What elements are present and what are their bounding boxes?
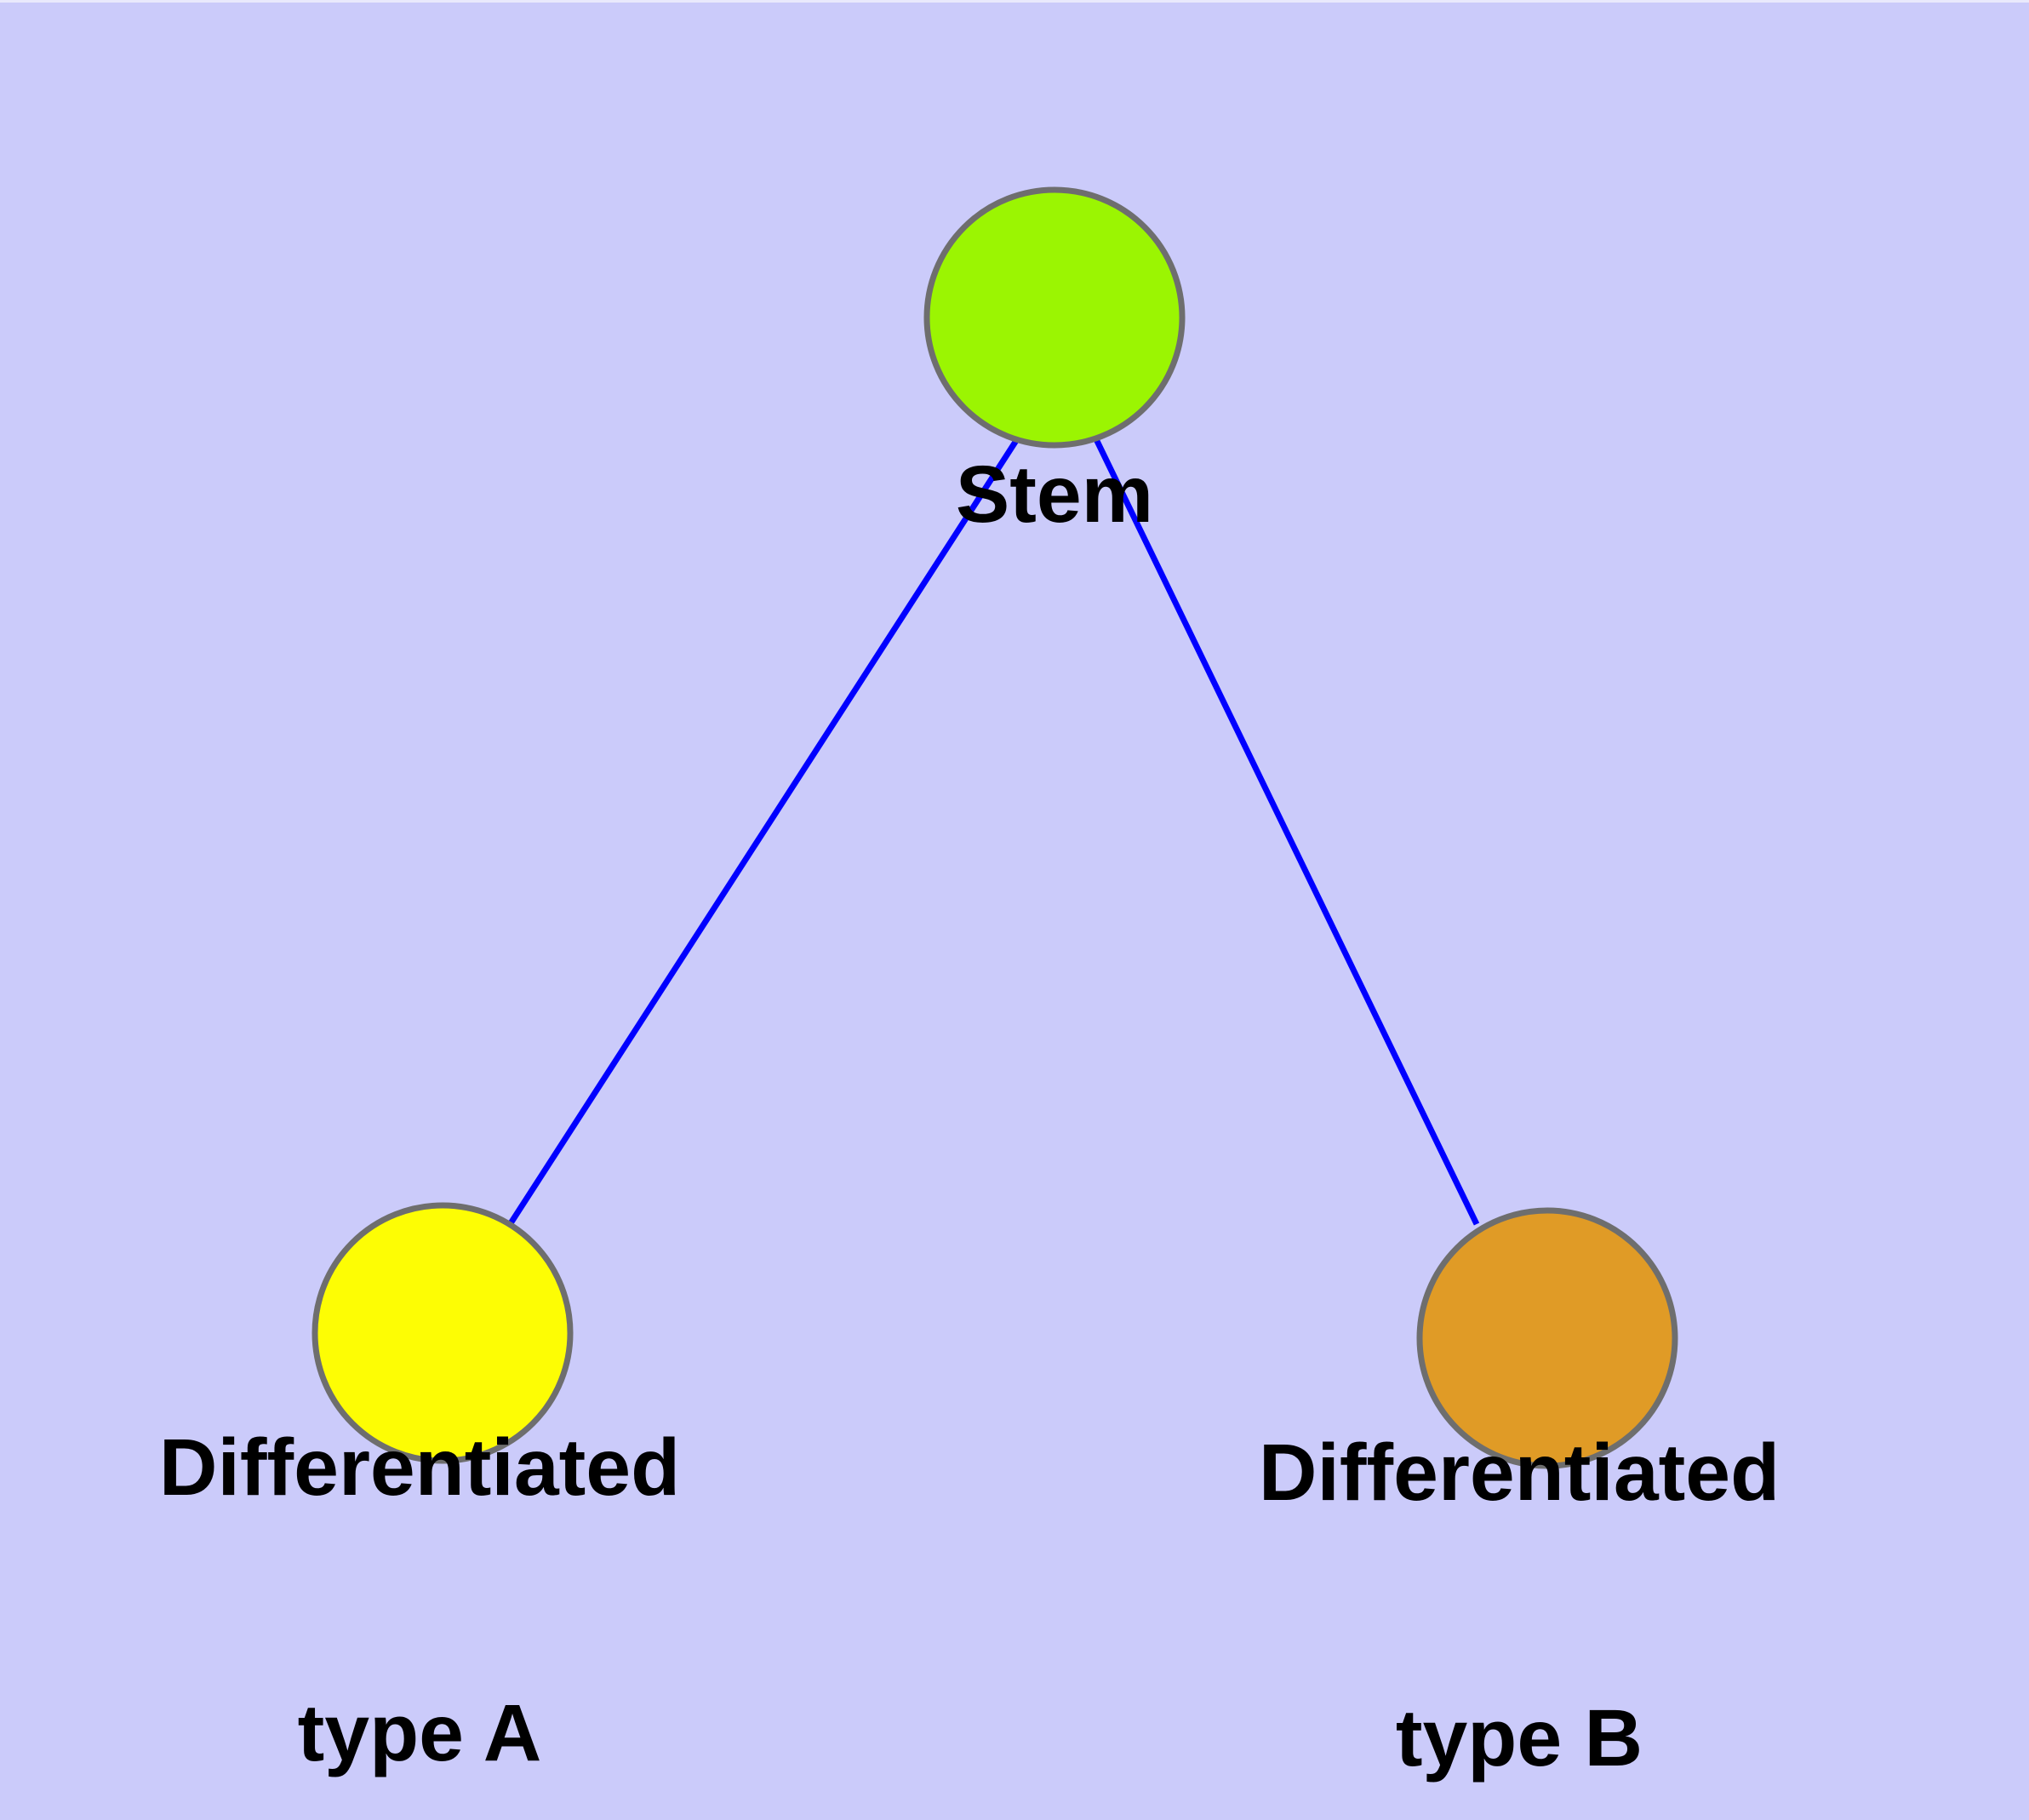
edge-stem-to-diff-b[interactable] xyxy=(1093,438,1480,1226)
node-diff-a[interactable] xyxy=(311,1202,574,1464)
node-layer xyxy=(311,186,1678,1469)
node-stem[interactable] xyxy=(923,186,1186,449)
node-diff-b[interactable] xyxy=(1416,1207,1678,1469)
edge-layer xyxy=(508,438,1480,1226)
edge-stem-to-diff-a[interactable] xyxy=(508,438,1020,1225)
